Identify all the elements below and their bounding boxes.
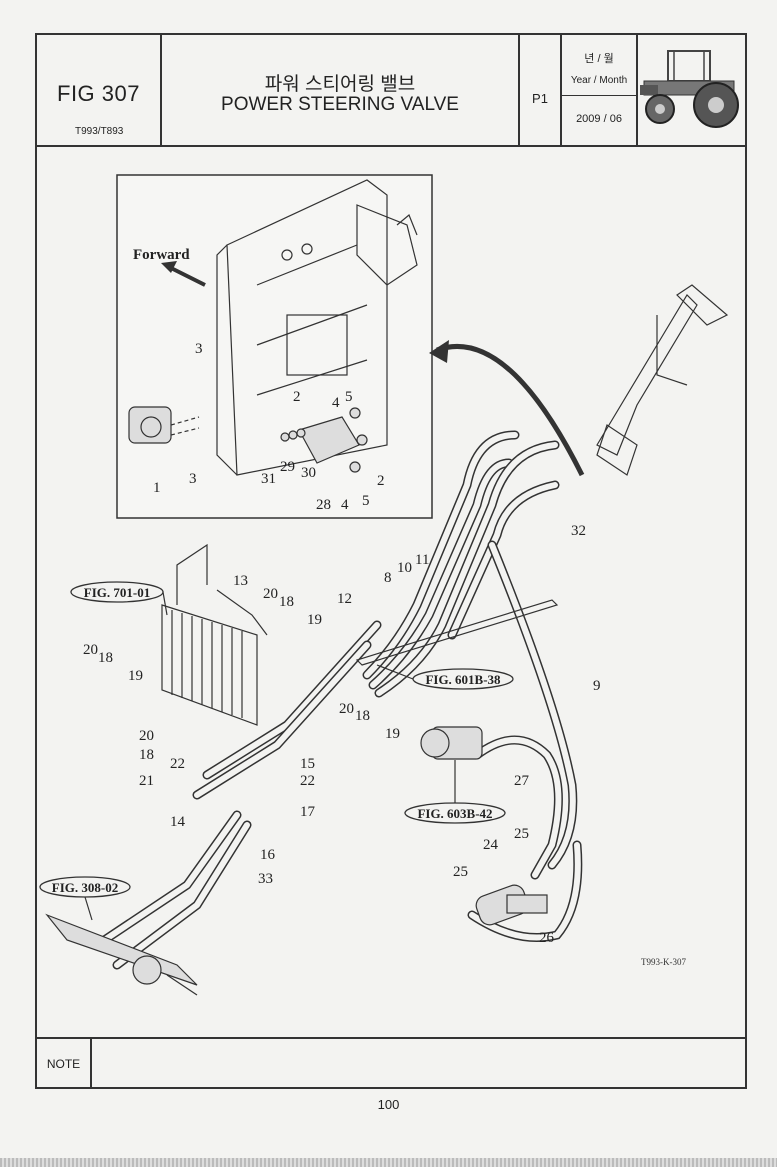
figure-number: FIG 307	[57, 81, 140, 106]
svg-text:1: 1	[153, 480, 161, 496]
gear-pump	[420, 726, 483, 760]
svg-text:4: 4	[332, 395, 340, 411]
detail-arrow	[436, 343, 585, 477]
svg-text:9: 9	[593, 678, 601, 694]
mounting-plate	[298, 416, 360, 464]
forward-label: Forward	[133, 247, 190, 263]
fig-cell: FIG 307 T993/T893	[37, 35, 162, 145]
svg-text:18: 18	[279, 594, 294, 610]
svg-text:17: 17	[300, 804, 316, 820]
svg-text:FIG. 308-02: FIG. 308-02	[52, 880, 118, 895]
tractor-cell	[638, 35, 745, 145]
title-cell: 파워 스티어링 밸브 POWER STEERING VALVE	[162, 35, 520, 145]
scan-edge	[0, 1158, 777, 1167]
svg-text:22: 22	[170, 756, 185, 772]
page-code: P1	[532, 91, 548, 106]
svg-text:FIG. 601B-38: FIG. 601B-38	[425, 672, 501, 687]
page-frame: FIG 307 T993/T893 파워 스티어링 밸브 POWER STEER…	[35, 33, 747, 1089]
year-month-korean: 년 / 월	[584, 53, 614, 65]
title-korean: 파워 스티어링 밸브	[264, 74, 416, 95]
svg-text:20: 20	[263, 586, 278, 602]
forward-arrow	[168, 265, 206, 287]
svg-text:18: 18	[355, 708, 370, 724]
svg-text:19: 19	[128, 668, 143, 684]
fig-ref-601b: FIG. 601B-38	[376, 664, 514, 690]
svg-text:3: 3	[195, 341, 203, 357]
svg-text:30: 30	[301, 465, 316, 481]
svg-text:26: 26	[539, 930, 555, 946]
svg-text:2: 2	[377, 473, 385, 489]
parts-diagram: Forward 3 3 1 2 4 5 31 29 30 28 4 5 2	[39, 174, 729, 996]
svg-text:20: 20	[139, 728, 154, 744]
tractor-icon	[640, 50, 739, 128]
svg-text:16: 16	[260, 847, 276, 863]
rod	[355, 599, 559, 666]
steering-column	[596, 284, 729, 476]
note-section: NOTE	[37, 1037, 745, 1089]
oil-cooler	[161, 543, 268, 726]
svg-text:10: 10	[397, 560, 412, 576]
steering-valve-part	[128, 406, 200, 444]
svg-text:15: 15	[300, 756, 315, 772]
svg-text:8: 8	[384, 570, 392, 586]
svg-text:FIG. 603B-42: FIG. 603B-42	[417, 806, 492, 821]
hydraulic-hoses	[92, 430, 583, 970]
svg-text:25: 25	[453, 864, 468, 880]
fig-ref-701: FIG. 701-01	[70, 581, 168, 616]
svg-text:21: 21	[139, 773, 154, 789]
inset-box	[116, 174, 433, 519]
steering-panel	[226, 179, 388, 476]
drawing-code: T993-K-307	[641, 957, 686, 967]
svg-text:11: 11	[415, 552, 429, 568]
svg-text:19: 19	[385, 726, 400, 742]
year-month-english: Year / Month	[570, 75, 628, 86]
filter	[475, 884, 548, 926]
svg-text:20: 20	[83, 642, 98, 658]
svg-text:2: 2	[293, 389, 301, 405]
svg-text:24: 24	[483, 837, 499, 853]
model-code: T993/T893	[75, 126, 124, 137]
svg-text:5: 5	[362, 493, 370, 509]
svg-text:14: 14	[170, 814, 186, 830]
page-code-cell: P1	[520, 35, 562, 145]
svg-text:20: 20	[339, 701, 354, 717]
fig-ref-308: FIG. 308-02	[39, 876, 131, 921]
svg-text:29: 29	[280, 459, 295, 475]
svg-text:25: 25	[514, 826, 529, 842]
svg-text:18: 18	[98, 650, 113, 666]
fig-ref-603b: FIG. 603B-42	[404, 760, 506, 824]
svg-text:13: 13	[233, 573, 248, 589]
title-english: POWER STEERING VALVE	[221, 94, 459, 115]
svg-text:33: 33	[258, 871, 273, 887]
svg-text:28: 28	[316, 497, 331, 513]
svg-text:22: 22	[300, 773, 315, 789]
svg-text:5: 5	[345, 389, 353, 405]
date-cell: 년 / 월 Year / Month 2009 / 06	[562, 35, 638, 145]
svg-text:18: 18	[139, 747, 154, 763]
svg-text:FIG. 701-01: FIG. 701-01	[84, 585, 150, 600]
steering-cylinder	[45, 913, 198, 996]
inset-labels: 3 3 1 2 4 5 31 29 30 28 4 5 2	[153, 341, 385, 513]
svg-text:3: 3	[189, 471, 197, 487]
header: FIG 307 T993/T893 파워 스티어링 밸브 POWER STEER…	[37, 35, 745, 147]
svg-text:32: 32	[571, 523, 586, 539]
issue-date: 2009 / 06	[576, 113, 622, 125]
svg-text:12: 12	[337, 591, 352, 607]
svg-text:4: 4	[341, 497, 349, 513]
svg-text:31: 31	[261, 471, 276, 487]
svg-text:27: 27	[514, 773, 530, 789]
svg-text:19: 19	[307, 612, 322, 628]
page-number: 100	[377, 1097, 400, 1112]
part-labels: 13 20 18 19 12 8 10 11 20 18 19 20 18 22…	[83, 523, 601, 946]
note-label: NOTE	[37, 1039, 92, 1089]
date-divider	[562, 95, 636, 96]
